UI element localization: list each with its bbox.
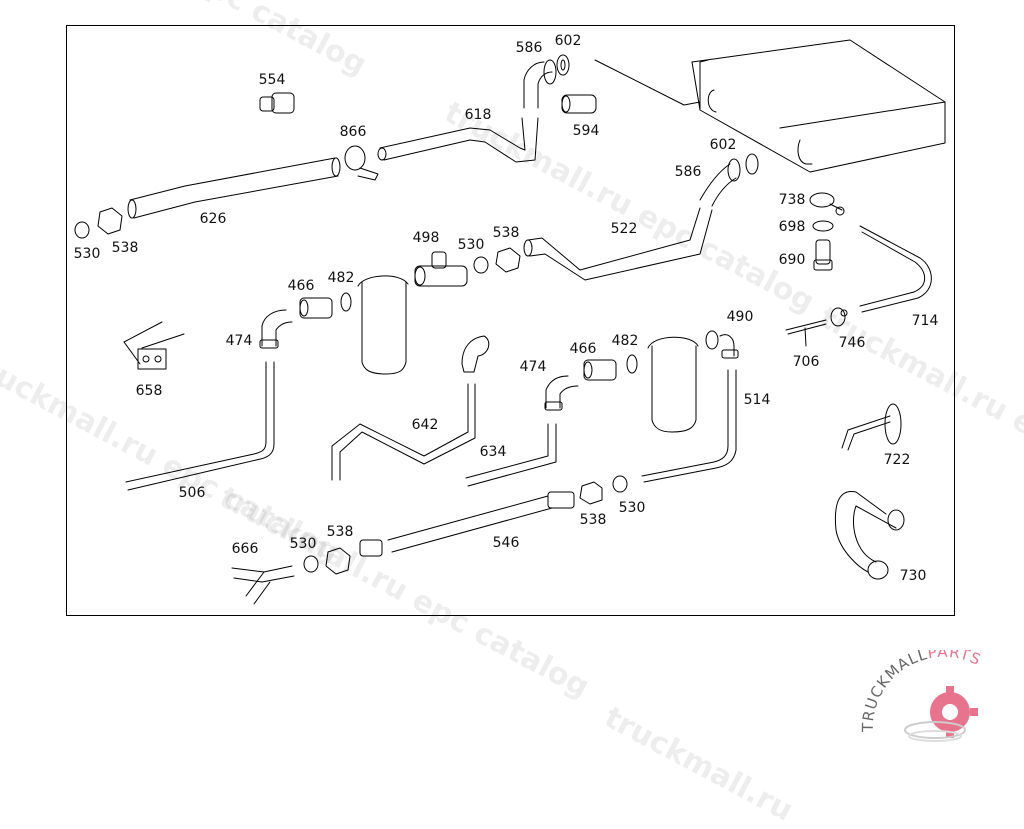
part-634-tube — [465, 423, 557, 487]
part-label-722[interactable]: 722 — [884, 452, 911, 468]
part-706-tee — [785, 319, 827, 347]
receiver-drier-left — [357, 275, 409, 375]
part-label-602[interactable]: 602 — [555, 33, 582, 49]
part-538-nut-bottom — [325, 547, 351, 575]
part-538-nut-mid — [495, 247, 521, 273]
part-666-y-fitting — [231, 565, 295, 605]
part-label-482[interactable]: 482 — [328, 270, 355, 286]
part-474-elbow-left — [259, 309, 293, 349]
part-label-554[interactable]: 554 — [259, 72, 286, 88]
part-label-538[interactable]: 538 — [327, 524, 354, 540]
part-530-nut-mid — [473, 256, 489, 274]
part-714-tube — [859, 225, 932, 313]
part-586-elbow-mid — [699, 158, 741, 207]
part-530-nut-left — [74, 221, 90, 239]
part-label-546[interactable]: 546 — [493, 535, 520, 551]
part-602-washer-mid — [745, 153, 759, 175]
part-618-hose — [377, 117, 539, 163]
part-730-hose — [834, 491, 905, 580]
part-label-474[interactable]: 474 — [226, 333, 253, 349]
part-label-538[interactable]: 538 — [112, 240, 139, 256]
part-label-466[interactable]: 466 — [288, 278, 315, 294]
part-label-490[interactable]: 490 — [727, 309, 754, 325]
part-number-labels: 554 866 618 586 602 594 626 530 538 602 586 522 498 5… — [74, 33, 939, 584]
part-label-714[interactable]: 714 — [912, 313, 939, 329]
part-490-elbow — [705, 330, 739, 359]
part-602-washer-top — [556, 54, 570, 76]
part-474-elbow-right — [544, 375, 579, 411]
part-538-nut-right — [579, 481, 603, 505]
part-498-tee-fitting — [414, 251, 468, 287]
part-label-506[interactable]: 506 — [179, 485, 206, 501]
part-label-498[interactable]: 498 — [413, 230, 440, 246]
part-586-elbow-top — [523, 59, 557, 109]
part-label-586[interactable]: 586 — [516, 40, 543, 56]
part-label-866[interactable]: 866 — [340, 124, 367, 140]
part-482-washer-left — [340, 292, 352, 312]
part-522-hose — [523, 207, 713, 281]
part-530-nut-right — [612, 475, 628, 493]
part-label-474[interactable]: 474 — [520, 359, 547, 375]
part-530-nut-bottom — [303, 555, 319, 573]
part-label-626[interactable]: 626 — [200, 211, 227, 227]
part-602-washer-inner-top — [560, 59, 566, 71]
diagram-frame — [66, 25, 955, 616]
part-506-tube — [125, 361, 275, 491]
part-746-clamp — [830, 307, 848, 327]
receiver-drier-right — [647, 336, 699, 433]
part-626-hose — [127, 157, 341, 219]
part-label-530[interactable]: 530 — [619, 500, 646, 516]
part-738-banjo — [809, 192, 845, 216]
part-label-586[interactable]: 586 — [675, 164, 702, 180]
part-label-746[interactable]: 746 — [839, 335, 866, 351]
evaporator-unit — [594, 39, 946, 173]
part-594-fitting — [561, 94, 597, 114]
part-466-fitting-left — [299, 297, 333, 319]
logo-text-main: TRUCKMALL — [859, 650, 930, 733]
part-546-hose — [359, 491, 575, 557]
part-554-fitting — [259, 92, 295, 114]
part-label-514[interactable]: 514 — [744, 392, 771, 408]
part-label-530[interactable]: 530 — [74, 246, 101, 262]
part-label-690[interactable]: 690 — [779, 252, 806, 268]
truckmall-parts-logo: TRUCKMALLPARTS — [855, 643, 1024, 750]
part-690-bolt — [813, 239, 833, 271]
part-label-538[interactable]: 538 — [580, 512, 607, 528]
logo-text-accent: PARTS — [926, 650, 984, 669]
part-label-522[interactable]: 522 — [611, 221, 638, 237]
part-label-706[interactable]: 706 — [793, 354, 820, 370]
part-466-fitting-right — [583, 359, 617, 381]
part-label-530[interactable]: 530 — [458, 237, 485, 253]
part-514-tube — [641, 369, 737, 483]
part-label-658[interactable]: 658 — [136, 383, 163, 399]
part-642-tube — [331, 335, 490, 481]
part-label-530[interactable]: 530 — [290, 536, 317, 552]
part-label-618[interactable]: 618 — [465, 107, 492, 123]
part-label-698[interactable]: 698 — [779, 219, 806, 235]
parts-diagram: 554 866 618 586 602 594 626 530 538 602 586 522 498 5… — [74, 33, 946, 605]
gear-icon — [904, 686, 978, 742]
part-label-738[interactable]: 738 — [779, 192, 806, 208]
part-698-washer — [812, 220, 834, 232]
part-label-538[interactable]: 538 — [493, 225, 520, 241]
part-866-clamp — [344, 145, 379, 181]
part-label-482[interactable]: 482 — [612, 333, 639, 349]
part-label-634[interactable]: 634 — [480, 444, 507, 460]
part-label-730[interactable]: 730 — [900, 568, 927, 584]
part-label-666[interactable]: 666 — [232, 541, 259, 557]
part-538-nut-left — [97, 207, 123, 235]
part-label-602[interactable]: 602 — [710, 137, 737, 153]
part-722-flange-pipe — [841, 403, 902, 451]
part-label-466[interactable]: 466 — [570, 341, 597, 357]
part-482-washer-right — [626, 354, 638, 374]
part-label-642[interactable]: 642 — [412, 417, 439, 433]
part-label-594[interactable]: 594 — [573, 123, 600, 139]
part-658-bracket — [123, 321, 185, 370]
